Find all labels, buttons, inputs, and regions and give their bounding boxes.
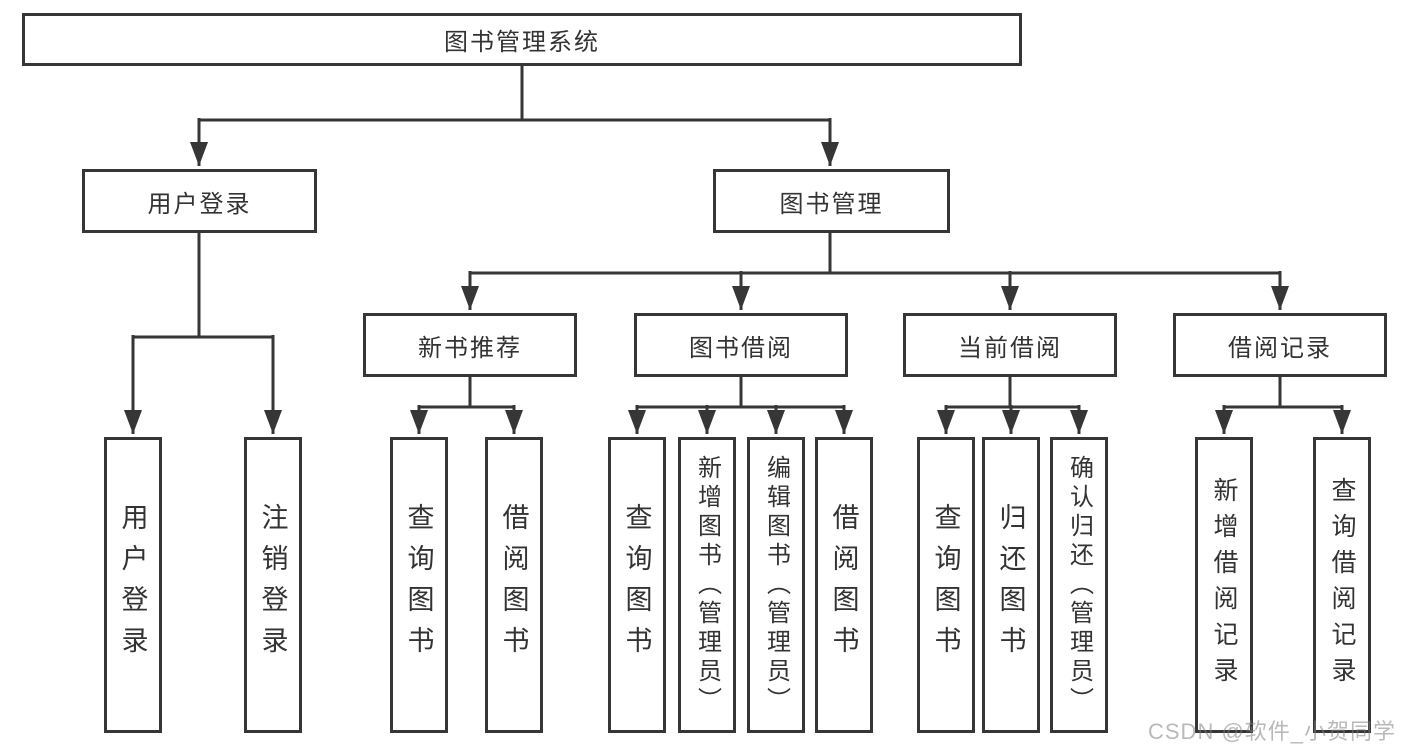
node-leaf-logout: 注销登录 — [244, 437, 302, 733]
node-root: 图书管理系统 — [22, 13, 1022, 66]
node-leaf-query-book-recommend: 查询图书 — [390, 437, 448, 733]
node-leaf-user-login: 用户登录 — [104, 437, 162, 733]
node-book-management: 图书管理 — [713, 169, 950, 233]
node-leaf-add-borrow-record: 新增借阅记录 — [1195, 437, 1253, 733]
node-leaf-query-borrow-record: 查询借阅记录 — [1313, 437, 1371, 733]
watermark-text: CSDN @软件_小贺同学 — [1148, 719, 1397, 744]
node-book-borrow: 图书借阅 — [634, 313, 848, 377]
node-leaf-edit-book-admin: 编辑图书（管理员） — [747, 437, 805, 733]
connector-trunks — [133, 66, 1342, 409]
node-leaf-borrow-book-recommend: 借阅图书 — [485, 437, 543, 733]
node-borrow-records: 借阅记录 — [1173, 313, 1387, 377]
node-leaf-confirm-return-admin: 确认归还（管理员） — [1050, 437, 1108, 733]
node-leaf-borrow-book: 借阅图书 — [815, 437, 873, 733]
node-current-borrow: 当前借阅 — [903, 313, 1117, 377]
node-leaf-query-book-borrow: 查询图书 — [608, 437, 666, 733]
node-user-login: 用户登录 — [82, 169, 317, 233]
connector-arrows — [124, 118, 1351, 434]
node-new-book-recommend: 新书推荐 — [363, 313, 577, 377]
node-leaf-add-book-admin: 新增图书（管理员） — [678, 437, 736, 733]
node-leaf-return-book: 归还图书 — [982, 437, 1040, 733]
node-leaf-query-book-current: 查询图书 — [917, 437, 975, 733]
